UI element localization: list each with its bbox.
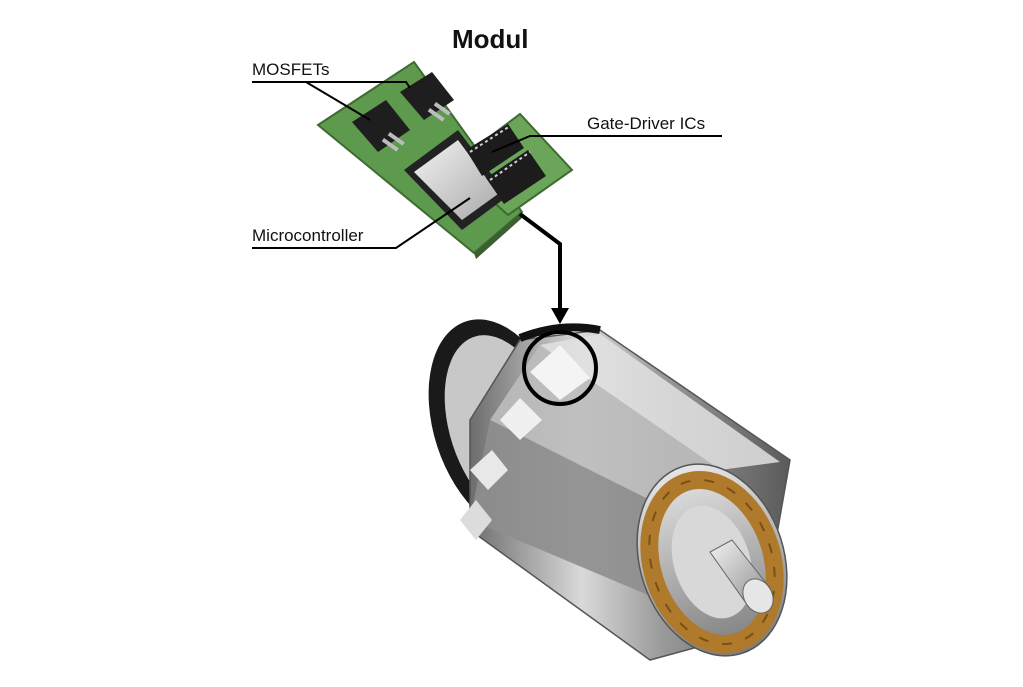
gate-driver-leader bbox=[491, 135, 722, 153]
mosfet-chip-2 bbox=[400, 72, 454, 122]
mosfet-chip-1 bbox=[352, 100, 410, 152]
label-gate-driver-ics: Gate-Driver ICs bbox=[587, 114, 706, 133]
sensor-pad bbox=[530, 345, 590, 400]
label-microcontroller: Microcontroller bbox=[252, 226, 364, 245]
mosfets-leader-2 bbox=[306, 81, 411, 89]
electric-motor bbox=[428, 319, 791, 661]
callout-lines bbox=[252, 81, 722, 249]
arrow-head bbox=[551, 308, 569, 324]
pcb-module bbox=[316, 60, 574, 259]
diagram-title: Modul bbox=[452, 24, 529, 54]
label-mosfets: MOSFETs bbox=[252, 60, 330, 79]
microcontroller-chip bbox=[404, 130, 508, 230]
connection-arrow bbox=[518, 212, 569, 324]
microcontroller-leader bbox=[252, 197, 471, 249]
motor-shaft bbox=[709, 539, 774, 614]
gate-driver-ic-2 bbox=[486, 150, 546, 204]
highlight-circle bbox=[522, 330, 598, 406]
